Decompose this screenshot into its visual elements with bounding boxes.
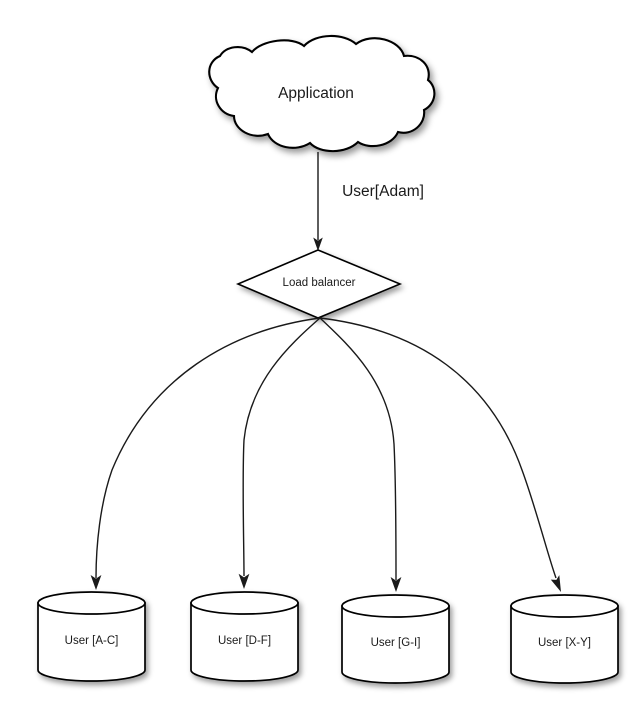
node-database-3[interactable]: User [G-I] — [341, 594, 450, 684]
database-1-label: User [A-C] — [65, 635, 119, 647]
edge-load-balancer-to-db-2 — [238, 317, 321, 589]
node-database-1[interactable]: User [A-C] — [37, 591, 146, 682]
edge-application-to-load-balancer: User[Adam] — [313, 152, 424, 251]
edge-label-user-adam: User[Adam] — [342, 183, 424, 200]
database-3-label: User [G-I] — [371, 637, 421, 649]
edge-load-balancer-to-db-1 — [90, 317, 321, 590]
arrowhead-to-db-3 — [390, 577, 402, 592]
node-load-balancer[interactable]: Load balancer — [235, 249, 403, 319]
arrowhead-to-db-2 — [238, 573, 250, 589]
node-database-2[interactable]: User [D-F] — [190, 591, 299, 682]
database-2-label: User [D-F] — [218, 635, 271, 647]
node-database-4[interactable]: User [X-Y] — [510, 594, 619, 684]
arrowhead-to-db-4 — [550, 575, 561, 592]
edge-load-balancer-to-db-3 — [319, 317, 402, 592]
arrowhead-to-db-1 — [90, 575, 102, 590]
database-4-label: User [X-Y] — [538, 637, 591, 649]
load-balancer-label: Load balancer — [283, 277, 356, 289]
edge-load-balancer-to-db-4 — [319, 317, 561, 592]
arrowhead-to-load-balancer — [313, 237, 323, 251]
node-application[interactable]: Application — [208, 34, 436, 153]
application-label: Application — [278, 85, 354, 102]
